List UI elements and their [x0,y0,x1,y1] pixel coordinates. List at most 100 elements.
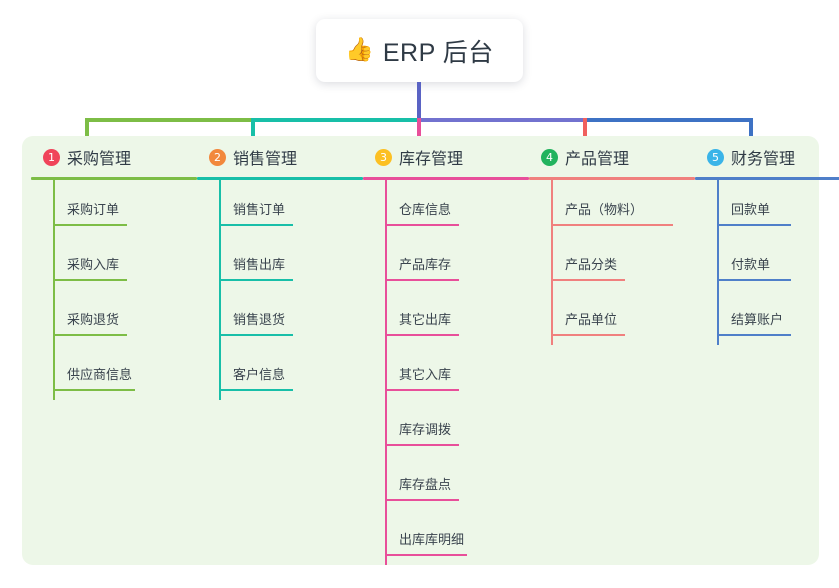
branch-number-badge-5: 5 [707,148,724,166]
branch-items-1: 采购订单采购入库采购退货供应商信息 [31,180,197,400]
branch-item-label: 其它入库 [399,367,452,382]
branch-column-1: 1 采购管理 采购订单采购入库采购退货供应商信息 [31,144,197,400]
branch-item-label: 销售退货 [233,312,286,327]
branch-header-rule-4 [529,177,695,180]
branches-panel [22,136,819,565]
branch-item[interactable]: 采购退货 [31,290,197,345]
branch-item[interactable]: 销售订单 [197,180,363,235]
connector-stem [417,82,421,120]
branch-item-rule [53,279,127,281]
branch-item-rule [219,279,293,281]
branch-item-rule [53,334,127,336]
branch-item-rule [551,334,625,336]
branch-item-label: 采购订单 [67,202,120,217]
branch-item-label: 客户信息 [233,367,286,382]
branch-item[interactable]: 产品分类 [529,235,695,290]
branch-item[interactable]: 客户信息 [197,345,363,400]
branch-header-3[interactable]: 3 库存管理 [363,144,529,170]
branch-number-badge-1: 1 [43,148,60,166]
root-node-title: ERP 后台 [382,38,494,67]
branch-header-1[interactable]: 1 采购管理 [31,144,197,170]
branch-item-label: 供应商信息 [67,367,133,382]
branch-item-rule [385,499,459,501]
branch-header-2[interactable]: 2 销售管理 [197,144,363,170]
branch-item-label: 采购退货 [67,312,120,327]
branch-item[interactable]: 其它入库 [363,345,529,400]
branch-item-rule [385,334,459,336]
branch-items-3: 仓库信息产品库存其它出库其它入库库存调拨库存盘点出库库明细 [363,180,529,565]
branch-item-label: 库存调拨 [399,422,452,437]
branch-item[interactable]: 产品库存 [363,235,529,290]
connector-bar-segment-1 [85,118,254,122]
branch-title-2: 销售管理 [233,151,298,168]
branch-number-badge-4: 4 [541,148,558,166]
branch-item-label: 销售订单 [233,202,286,217]
branch-header-4[interactable]: 4 产品管理 [529,144,695,170]
branch-header-5[interactable]: 5 财务管理 [695,144,839,170]
branch-item-rule [717,334,791,336]
connector-drop-5 [749,118,753,146]
branch-item[interactable]: 产品（物料） [529,180,695,235]
branch-header-rule-3 [363,177,529,180]
branch-item-label: 回款单 [731,202,771,217]
branch-item[interactable]: 采购入库 [31,235,197,290]
branch-item-label: 出库库明细 [399,532,465,547]
branch-item[interactable]: 库存盘点 [363,455,529,510]
branch-item-rule [53,389,135,391]
branch-item-rule [551,279,625,281]
branch-column-3: 3 库存管理 仓库信息产品库存其它出库其它入库库存调拨库存盘点出库库明细 [363,144,529,565]
branch-item[interactable]: 销售出库 [197,235,363,290]
branch-item-label: 结算账户 [731,312,784,327]
connector-drop-4 [583,118,587,146]
branch-item[interactable]: 仓库信息 [363,180,529,235]
branch-item[interactable]: 付款单 [695,235,839,290]
branch-item[interactable]: 产品单位 [529,290,695,345]
branch-item[interactable]: 结算账户 [695,290,839,345]
branch-spine-4 [551,180,553,345]
branch-number-badge-3: 3 [375,148,392,166]
branch-item-rule [219,334,293,336]
branch-spine-5 [717,180,719,345]
branch-number-badge-2: 2 [209,148,226,166]
branch-item-rule [551,224,673,226]
branch-item[interactable]: 销售退货 [197,290,363,345]
connector-bar-segment-4 [584,118,752,122]
branch-item-label: 产品分类 [565,257,618,272]
branch-item-rule [385,224,459,226]
branch-item-label: 采购入库 [67,257,120,272]
connector-drop-3 [417,118,421,146]
branch-item[interactable]: 采购订单 [31,180,197,235]
connector-drop-2 [251,118,255,146]
connector-bar-segment-2 [252,118,420,122]
branch-title-1: 采购管理 [67,151,132,168]
branch-item-rule [717,279,791,281]
branch-item-rule [219,224,293,226]
branch-item-rule [385,444,459,446]
branch-item-label: 付款单 [731,257,771,272]
branch-item-label: 销售出库 [233,257,286,272]
connector-bar-segment-3 [418,118,586,122]
branch-item[interactable]: 供应商信息 [31,345,197,400]
branch-item-rule [385,389,459,391]
branch-item-label: 其它出库 [399,312,452,327]
branch-item[interactable]: 其它出库 [363,290,529,345]
branch-item-rule [385,554,467,556]
branch-item-label: 产品单位 [565,312,618,327]
branch-item[interactable]: 出库库明细 [363,510,529,565]
branch-spine-2 [219,180,221,400]
branch-item[interactable]: 库存调拨 [363,400,529,455]
branch-title-4: 产品管理 [565,151,630,168]
branch-column-5: 5 财务管理 回款单付款单结算账户 [695,144,839,345]
branch-header-rule-1 [31,177,197,180]
branch-item-rule [219,389,293,391]
branch-item[interactable]: 回款单 [695,180,839,235]
root-node-card[interactable]: 👍 ERP 后台 [316,19,523,82]
branch-item-label: 产品（物料） [565,202,644,217]
branch-items-5: 回款单付款单结算账户 [695,180,839,345]
branch-spine-1 [53,180,55,400]
branch-column-2: 2 销售管理 销售订单销售出库销售退货客户信息 [197,144,363,400]
branch-items-2: 销售订单销售出库销售退货客户信息 [197,180,363,400]
branch-item-rule [385,279,459,281]
branch-item-rule [717,224,791,226]
